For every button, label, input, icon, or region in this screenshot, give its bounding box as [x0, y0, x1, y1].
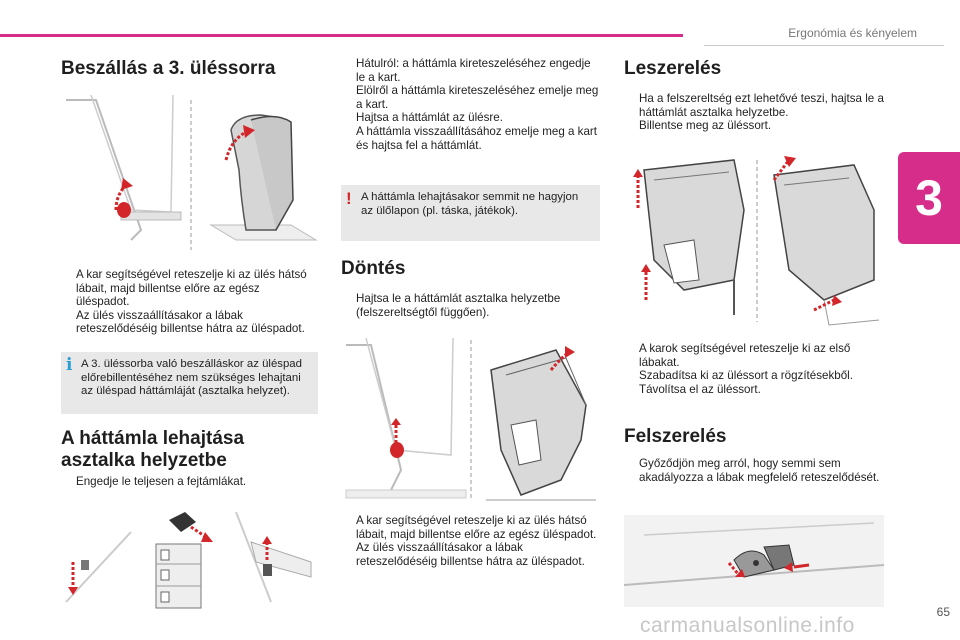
bullet-marker-icon — [341, 57, 356, 84]
section-title-boarding: Beszállás a 3. üléssorra — [61, 58, 276, 79]
figure-backrest-levers — [61, 502, 318, 610]
warning-note: ! A háttámla lehajtásakor semmit ne hagy… — [341, 185, 600, 241]
bullet-marker-icon — [61, 309, 76, 336]
backrest-levers-illustration — [65, 511, 312, 609]
list-item: Az ülés visszaállításakor a lábak retesz… — [61, 309, 316, 336]
figure-seat-tilt — [61, 90, 318, 255]
chapter-divider — [704, 45, 944, 46]
backrest-bullets: Hátulról: a háttámla kireteszeléséhez en… — [341, 57, 599, 152]
list-item: Ha a felszereltség ezt lehetővé teszi, h… — [624, 92, 884, 119]
bullet-marker-icon — [624, 383, 639, 397]
bullet-marker-icon — [624, 369, 639, 383]
section-title-installation: Felszerelés — [624, 426, 727, 447]
bullet-marker-icon — [341, 514, 356, 541]
list-item: Hajtsa le a háttámlát asztalka helyzetbe… — [341, 292, 599, 319]
bullet-marker-icon — [341, 125, 356, 152]
list-item: Az ülés visszaállításakor a lábak retesz… — [341, 541, 599, 568]
boarding-bullets: A kar segítségével reteszelje ki az ülés… — [61, 268, 316, 336]
bullet-marker-icon — [624, 342, 639, 369]
list-item: Billentse meg az üléssort. — [624, 119, 884, 133]
list-item: Elölről a háttámla kireteszeléséhez emel… — [341, 84, 599, 111]
figure-removal — [624, 150, 884, 330]
list-item: Hátulról: a háttámla kireteszeléséhez en… — [341, 57, 599, 84]
tilt-bullets: Hajtsa le a háttámlát asztalka helyzetbe… — [341, 292, 599, 319]
installation-bullets: Győződjön meg arról, hogy semmi sem akad… — [624, 457, 884, 484]
bullet-marker-icon — [61, 268, 76, 309]
list-item: Hajtsa a háttámlát az ülésre. — [341, 111, 599, 125]
bullet-marker-icon — [341, 84, 356, 111]
chapter-number: 3 — [915, 170, 943, 226]
list-item: Távolítsa el az üléssort. — [624, 383, 884, 397]
list-item: A karok segítségével reteszelje ki az el… — [624, 342, 884, 369]
bullet-marker-icon — [624, 119, 639, 133]
bullet-marker-icon — [341, 541, 356, 568]
section-title-table-position: A háttámla lehajtása asztalka helyzetbe — [61, 428, 245, 471]
list-item: A kar segítségével reteszelje ki az ülés… — [341, 514, 599, 541]
seat-tilt-illustration — [66, 94, 318, 250]
chapter-tab: 3 — [898, 152, 960, 244]
removal-bullets-2: A karok segítségével reteszelje ki az el… — [624, 342, 884, 396]
bullet-marker-icon — [61, 475, 76, 489]
bullet-marker-icon — [341, 292, 356, 319]
list-item: Győződjön meg arról, hogy semmi sem akad… — [624, 457, 884, 484]
headrest-bullets: Engedje le teljesen a fejtámlákat. — [61, 475, 316, 489]
bullet-marker-icon — [624, 457, 639, 484]
header-accent-bar — [0, 34, 683, 37]
page-number: 65 — [936, 605, 950, 619]
figure-installation — [624, 515, 884, 607]
removal-bullets: Ha a felszereltség ezt lehetővé teszi, h… — [624, 92, 884, 133]
chapter-title: Ergonómia és kényelem — [788, 26, 917, 40]
section-title-removal: Leszerelés — [624, 58, 722, 79]
removal-illustration — [633, 156, 880, 326]
tilt-bottom-bullets: A kar segítségével reteszelje ki az ülés… — [341, 514, 599, 568]
list-item: Engedje le teljesen a fejtámlákat. — [61, 475, 316, 489]
info-note: i A 3. üléssorba való beszálláskor az ül… — [61, 352, 318, 414]
info-icon: i — [66, 355, 73, 375]
section-title-tilt: Döntés — [341, 258, 406, 279]
bullet-marker-icon — [341, 111, 356, 125]
watermark: carmanualsonline.info — [640, 614, 855, 637]
list-item: Szabadítsa ki az üléssort a rögzítésekbő… — [624, 369, 884, 383]
tilt-bench-illustration — [345, 337, 596, 501]
list-item: A háttámla visszaállításához emelje meg … — [341, 125, 599, 152]
figure-tilt-bench — [341, 330, 600, 502]
bullet-marker-icon — [624, 92, 639, 119]
list-item: A kar segítségével reteszelje ki az ülés… — [61, 268, 316, 309]
warning-icon: ! — [346, 189, 352, 208]
installation-illustration — [624, 515, 884, 607]
